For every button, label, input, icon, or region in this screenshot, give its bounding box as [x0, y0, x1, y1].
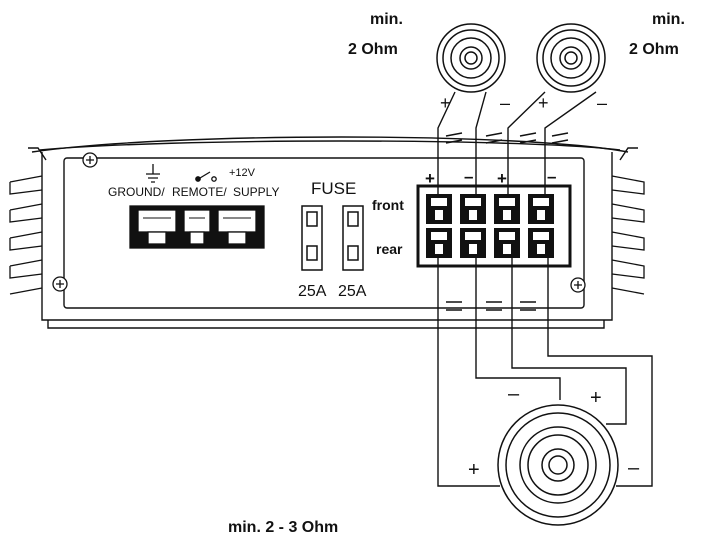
amplifier-body [28, 136, 638, 329]
front-output-label: front [372, 197, 404, 213]
rear-output-label: rear [376, 241, 403, 257]
terminal-polarity-2: – [464, 167, 474, 186]
subwoofer-minus: – [628, 457, 640, 479]
power-terminal-block [129, 205, 265, 249]
remote-label: REMOTE/ [172, 185, 227, 199]
speaker-wires [437, 91, 653, 487]
speaker-output-block [416, 184, 572, 268]
fuse-rating-2: 25A [338, 283, 367, 300]
switch-symbol-icon [195, 171, 217, 182]
subwoofer-plus: + [468, 459, 480, 481]
terminal-polarity-4: – [547, 167, 557, 186]
ground-label: GROUND/ [108, 185, 165, 199]
speaker-left-plus: + [440, 93, 451, 113]
subwoofer-minus-top: – [508, 383, 520, 405]
speaker-front-right-icon [536, 23, 606, 93]
speaker-right-label: min. [652, 11, 685, 28]
fuse-holder [301, 205, 364, 271]
fuse-title: FUSE [311, 179, 357, 198]
supply-label: SUPPLY [233, 185, 280, 199]
cooling-fins-left [9, 175, 43, 295]
subwoofer-plus-top: + [590, 387, 602, 409]
subwoofer-icon [497, 404, 619, 526]
voltage-label: +12V [229, 167, 255, 179]
speaker-front-left-icon [436, 23, 506, 93]
speaker-left-minus: – [500, 93, 511, 113]
fuse-rating-1: 25A [298, 283, 327, 300]
cooling-fins-right [611, 175, 645, 295]
speaker-right-plus: + [538, 93, 549, 113]
speaker-left-impedance: 2 Ohm [348, 41, 398, 58]
terminal-polarity-1: + [425, 169, 435, 188]
subwoofer-impedance-label: min. 2 - 3 Ohm [228, 519, 339, 536]
speaker-left-label: min. [370, 11, 403, 28]
speaker-right-minus: – [597, 93, 608, 113]
ground-symbol-icon [146, 164, 160, 183]
terminal-polarity-3: + [497, 169, 507, 188]
screw-icon [52, 152, 586, 293]
speaker-right-impedance: 2 Ohm [629, 41, 679, 58]
